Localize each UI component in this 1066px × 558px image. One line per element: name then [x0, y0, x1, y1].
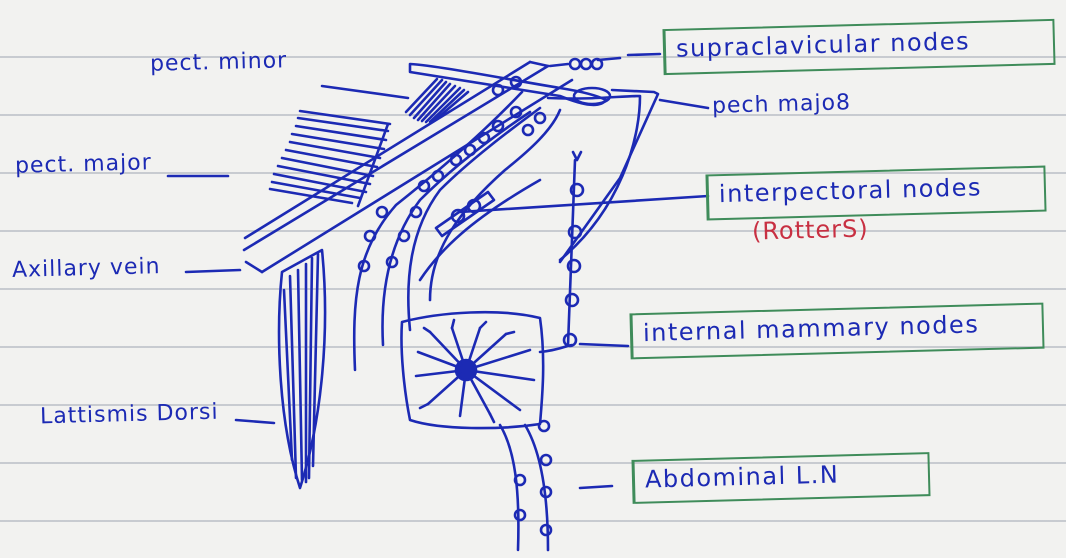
- abdominal-chain: [500, 421, 612, 550]
- label-leaders: [168, 58, 620, 272]
- latissimus-dorsi: [236, 250, 325, 488]
- label-pect-major-right: pech majo8: [712, 90, 852, 119]
- breast-tumor: [401, 312, 572, 428]
- label-lattismis-dorsi: Lattismis Dorsi: [40, 400, 219, 430]
- supraclavicular-nodes: [550, 54, 660, 69]
- interpectoral-nodes: [420, 180, 708, 280]
- label-pect-major-left: pect. major: [15, 150, 152, 179]
- label-axillary-vein: Axillary vein: [12, 254, 161, 283]
- pect-minor-muscle: [406, 79, 468, 122]
- box-abdominal-ln: Abdominal L.N: [631, 452, 930, 504]
- note-rotters: (RotterS): [752, 214, 869, 245]
- box-interpectoral-nodes: interpectoral nodes: [705, 166, 1046, 221]
- label-pect-minor: pect. minor: [150, 48, 288, 77]
